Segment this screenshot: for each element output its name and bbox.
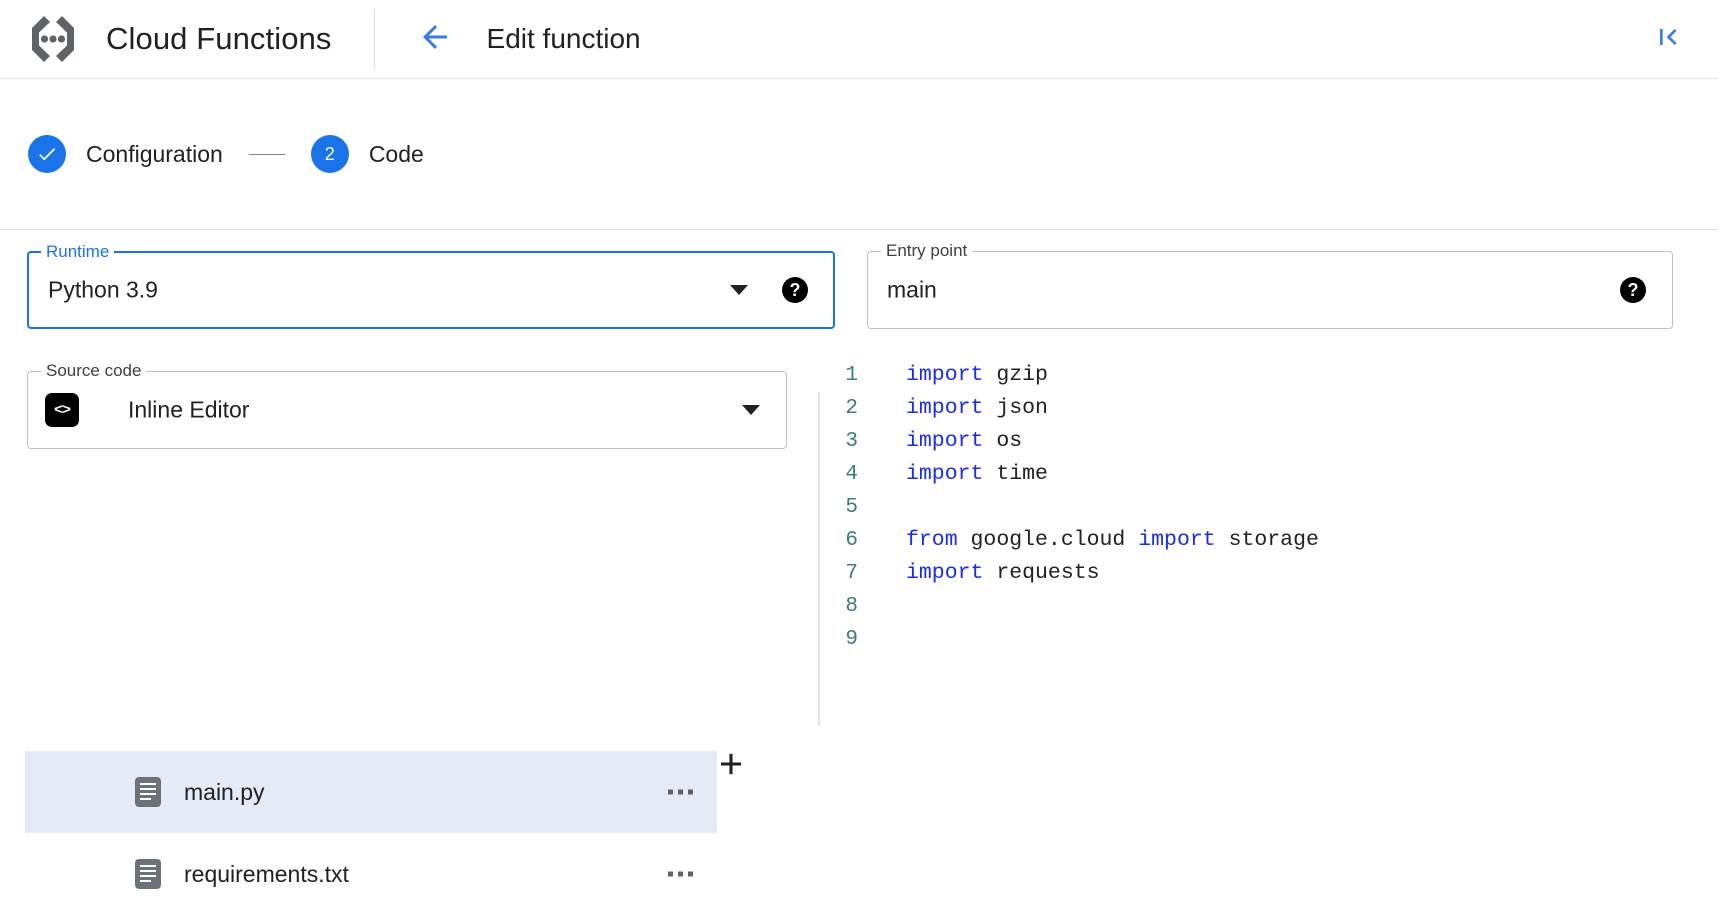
stepper-step-code[interactable]: 2 Code xyxy=(310,135,424,173)
line-number: 6 xyxy=(845,529,858,552)
line-number: 9 xyxy=(845,628,858,651)
code-token: google.cloud xyxy=(957,528,1139,552)
source-file-list: main.py requirements.txt xyxy=(25,751,717,915)
source-code-value: Inline Editor xyxy=(128,396,250,423)
code-text: import requests xyxy=(906,557,1100,590)
line-number: 1 xyxy=(845,364,858,387)
file-document-icon xyxy=(135,859,161,889)
file-document-icon xyxy=(135,777,161,807)
code-line: 2 import json xyxy=(830,392,1710,425)
code-keyword: import xyxy=(906,561,984,585)
entry-point-label: Entry point xyxy=(881,241,973,261)
code-brackets-icon: <> xyxy=(45,393,79,427)
source-code-label: Source code xyxy=(41,361,147,381)
code-line: 9 xyxy=(830,623,1710,656)
code-line: 8 xyxy=(830,590,1710,623)
code-text: import time xyxy=(906,458,1048,491)
code-line: 6 from google.cloud import storage xyxy=(830,524,1710,557)
step-marker-active: 2 xyxy=(310,135,349,173)
cloud-functions-logo-icon xyxy=(24,10,82,68)
code-token: os xyxy=(983,429,1023,453)
panel-divider xyxy=(818,392,820,726)
inline-code-editor[interactable]: 1 import gzip 2 import json 3 import os 4 impor… xyxy=(830,359,1710,656)
code-line: 4 import time xyxy=(830,458,1710,491)
line-number: 8 xyxy=(845,595,858,618)
chevron-down-icon[interactable] xyxy=(730,285,748,295)
runtime-value: Python 3.9 xyxy=(48,276,158,303)
line-number: 5 xyxy=(845,496,858,519)
page-title: Edit function xyxy=(486,23,641,54)
code-token: json xyxy=(983,396,1048,420)
code-text: import gzip xyxy=(906,359,1048,392)
entry-point-value: main xyxy=(887,276,937,303)
header-divider xyxy=(373,9,375,69)
stepper-label-configuration: Configuration xyxy=(86,140,223,167)
code-text: import os xyxy=(906,425,1022,458)
wizard-stepper: Configuration 2 Code xyxy=(0,79,1718,230)
runtime-select[interactable]: Runtime Python 3.9 xyxy=(27,242,835,329)
code-keyword: import xyxy=(906,462,984,486)
code-step-content: Runtime Python 3.9 ? Entry point main ? … xyxy=(0,231,1718,889)
entry-point-help-icon[interactable]: ? xyxy=(1620,277,1646,303)
code-keyword: import xyxy=(906,396,984,420)
chevron-down-icon[interactable] xyxy=(742,405,760,415)
stepper-label-code: Code xyxy=(368,140,424,167)
code-keyword: import xyxy=(906,363,984,387)
code-line: 5 xyxy=(830,491,1710,524)
line-number: 7 xyxy=(845,562,858,585)
stepper-step-configuration[interactable]: Configuration xyxy=(28,135,223,173)
file-name: main.py xyxy=(184,778,265,805)
more-horizontal-icon[interactable] xyxy=(668,871,693,877)
file-name: requirements.txt xyxy=(184,860,349,887)
code-keyword: from xyxy=(906,528,958,552)
step-marker-completed xyxy=(28,135,66,173)
code-token: storage xyxy=(1215,528,1319,552)
source-code-select[interactable]: Source code <> Inline Editor xyxy=(27,361,787,449)
line-number: 4 xyxy=(845,463,858,486)
code-line: 3 import os xyxy=(830,425,1710,458)
arrow-left-icon xyxy=(417,19,453,60)
back-button[interactable] xyxy=(413,17,457,61)
code-text: import json xyxy=(906,392,1048,425)
runtime-help-icon[interactable]: ? xyxy=(782,277,808,303)
code-line: 7 import requests xyxy=(830,557,1710,590)
file-list-item-requirements-txt[interactable]: requirements.txt xyxy=(25,833,717,915)
entry-point-field[interactable]: Entry point main ? xyxy=(867,241,1673,329)
code-token: gzip xyxy=(983,363,1048,387)
code-keyword: import xyxy=(906,429,984,453)
code-token: time xyxy=(983,462,1048,486)
add-icon xyxy=(715,748,747,785)
product-brand[interactable]: Cloud Functions xyxy=(0,0,332,78)
more-horizontal-icon[interactable] xyxy=(668,789,693,795)
first-page-icon xyxy=(1652,21,1684,58)
app-header: Cloud Functions Edit function xyxy=(0,0,1718,79)
code-keyword: import xyxy=(1138,528,1216,552)
code-token: requests xyxy=(983,561,1100,585)
code-line: 1 import gzip xyxy=(830,359,1710,392)
stepper-connector xyxy=(248,153,285,155)
line-number: 3 xyxy=(845,430,858,453)
line-number: 2 xyxy=(845,397,858,420)
code-text: from google.cloud import storage xyxy=(906,524,1319,557)
file-list-item-main-py[interactable]: main.py xyxy=(25,751,717,833)
collapse-panel-button[interactable] xyxy=(1646,17,1690,61)
add-file-button[interactable] xyxy=(713,748,749,784)
product-title: Cloud Functions xyxy=(106,21,332,56)
runtime-label: Runtime xyxy=(41,242,115,262)
